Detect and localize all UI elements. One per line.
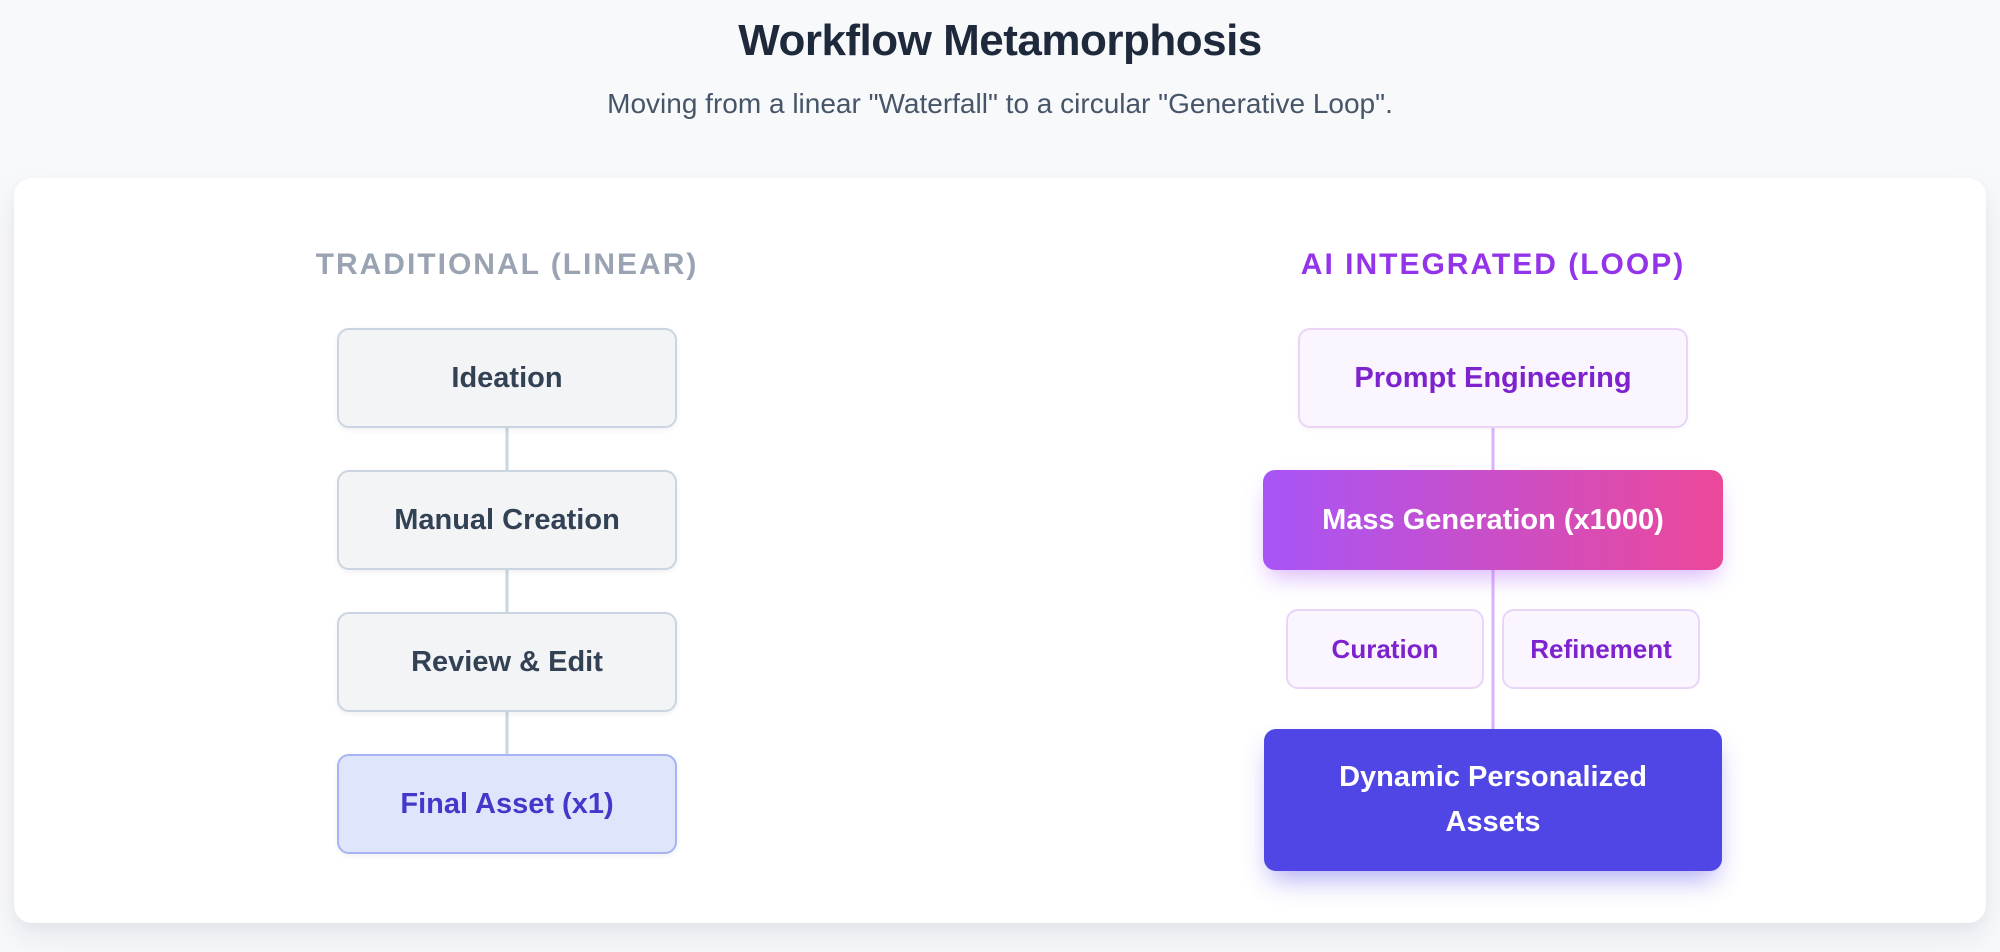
- curation-refinement-row: Curation Refinement: [1286, 609, 1700, 689]
- traditional-column-header: TRADITIONAL (LINEAR): [315, 248, 699, 281]
- ai-flow: Prompt Engineering Mass Generation (x100…: [1263, 328, 1723, 871]
- traditional-column: TRADITIONAL (LINEAR) Ideation Manual Cre…: [14, 178, 1000, 923]
- flow-node-refinement: Refinement: [1502, 609, 1700, 689]
- page-title: Workflow Metamorphosis: [738, 16, 1262, 65]
- traditional-flow: Ideation Manual Creation Review & Edit F…: [337, 328, 677, 854]
- workflow-card: TRADITIONAL (LINEAR) Ideation Manual Cre…: [14, 178, 1986, 923]
- flow-node-review-edit: Review & Edit: [337, 612, 677, 712]
- flow-node-prompt-engineering: Prompt Engineering: [1298, 328, 1688, 428]
- ai-column-header: AI INTEGRATED (LOOP): [1300, 248, 1686, 281]
- flow-node-curation: Curation: [1286, 609, 1484, 689]
- flow-node-mass-generation: Mass Generation (x1000): [1263, 470, 1723, 570]
- flow-node-dynamic-assets: Dynamic Personalized Assets: [1264, 729, 1722, 871]
- traditional-connector-line: [505, 378, 509, 804]
- page-subtitle: Moving from a linear "Waterfall" to a ci…: [607, 88, 1393, 119]
- ai-column: AI INTEGRATED (LOOP) Prompt Engineering …: [1000, 178, 1986, 923]
- ai-connector-line: [1491, 378, 1495, 800]
- flow-node-ideation: Ideation: [337, 328, 677, 428]
- page-header: Workflow Metamorphosis Moving from a lin…: [0, 0, 2000, 120]
- flow-node-final-asset: Final Asset (x1): [337, 754, 677, 854]
- flow-node-manual-creation: Manual Creation: [337, 470, 677, 570]
